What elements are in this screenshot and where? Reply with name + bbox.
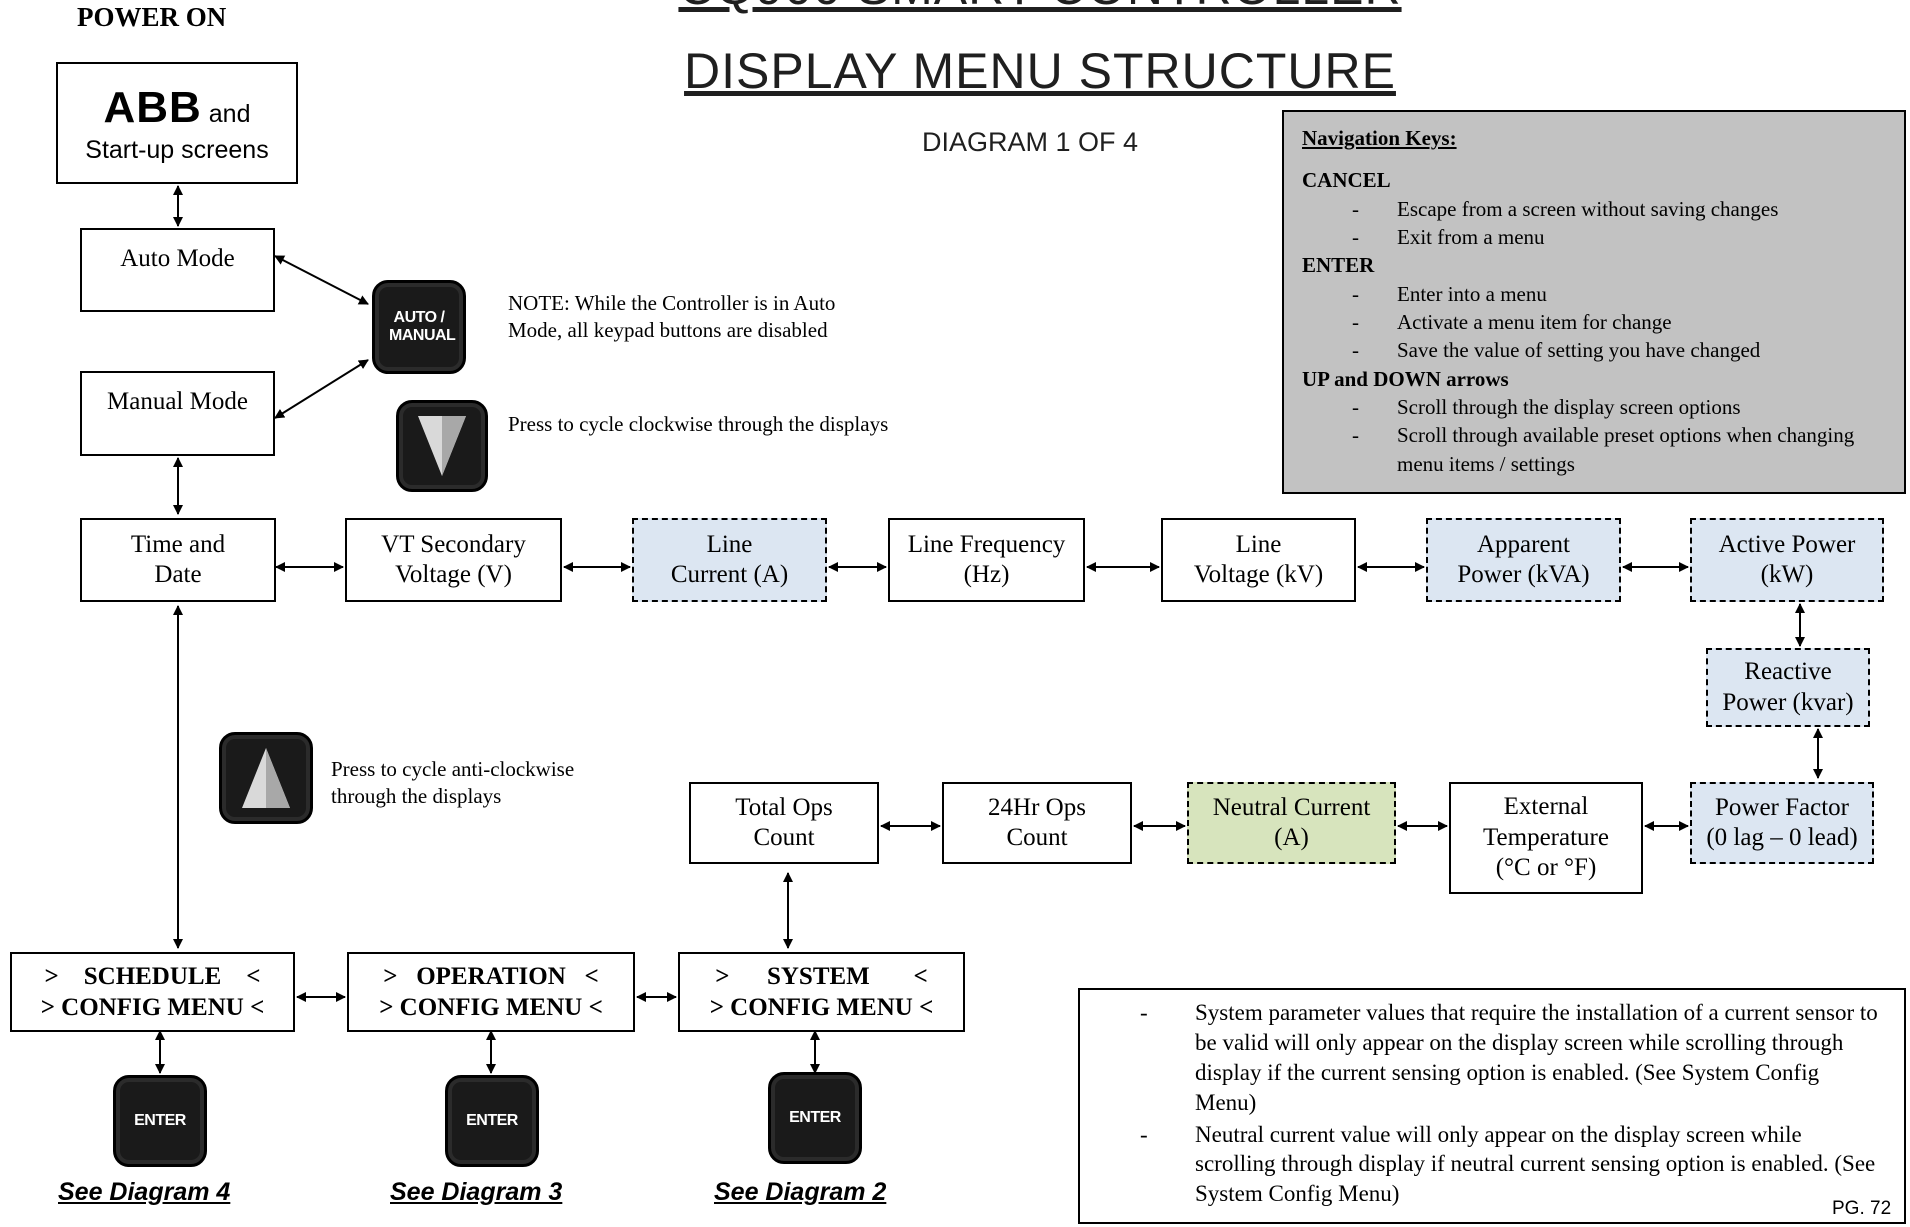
info-item: System parameter values that require the… [1140,998,1884,1118]
reactive-power-box: Reactive Power (kvar) [1706,648,1870,727]
auto-manual-label: AUTO / MANUAL [389,309,456,344]
nav-updown-item: Scroll through the display screen option… [1302,393,1886,422]
power-factor-box: Power Factor (0 lag – 0 lead) [1690,782,1874,864]
up-note-line-2: through the displays [331,784,502,809]
auto-mode-box: Auto Mode [80,228,275,312]
reactive-power-line-1: Reactive [1744,658,1832,685]
line-voltage-line-1: Line [1235,530,1282,558]
power-factor-line-1: Power Factor [1715,793,1849,821]
time-date-line-1: Time and [130,530,226,558]
down-arrow-button[interactable] [396,400,488,492]
ops-24hr-line-1: 24Hr Ops [988,793,1086,821]
apparent-power-line-2: Power (kVA) [1457,561,1590,588]
up-arrow-icon [242,748,290,808]
diagram-number: DIAGRAM 1 OF 4 [921,127,1139,157]
page-number: PG. 72 [1826,1198,1898,1220]
active-power-line-1: Active Power [1718,530,1856,558]
auto-manual-button[interactable]: AUTO / MANUAL [372,280,466,374]
line-frequency-line-2: (Hz) [963,561,1010,588]
ext-temp-line-3: (°C or °F) [1495,854,1597,882]
up-note-line-1: Press to cycle anti-clockwise [331,757,575,781]
vt-line-1: VT Secondary [381,530,526,558]
enter-button-schedule[interactable]: ENTER [113,1075,207,1167]
navigation-keys-panel: Navigation Keys: CANCEL Escape from a sc… [1282,110,1906,494]
current-sensing-info-box: System parameter values that require the… [1078,988,1906,1224]
power-factor-line-2: (0 lag – 0 lead) [1706,824,1858,851]
line-current-box: Line Current (A) [632,518,827,602]
nav-keys-heading: Navigation Keys: [1302,126,1457,150]
ext-temp-line-1: External [1503,793,1589,821]
schedule-menu-line-1: > SCHEDULE < [44,962,261,990]
abb-and-label: and [208,99,251,128]
line-current-line-1: Line [706,530,753,558]
info-item: Neutral current value will only appear o… [1140,1120,1884,1210]
line-frequency-line-1: Line Frequency [907,530,1066,558]
total-ops-line-2: Count [753,824,815,851]
vt-line-2: Voltage (V) [395,561,512,588]
schedule-menu-line-2: > CONFIG MENU < [40,994,265,1021]
apparent-power-line-1: Apparent [1476,530,1571,558]
total-ops-line-1: Total Ops [735,793,833,821]
nav-cancel-item: Exit from a menu [1302,223,1886,252]
vt-secondary-voltage-box: VT Secondary Voltage (V) [345,518,562,602]
active-power-box: Active Power (kW) [1690,518,1884,602]
nav-updown-item: Scroll through available preset options … [1302,421,1886,478]
auto-mode-note: NOTE: While the Controller is in Auto Mo… [508,290,835,345]
ops-24hr-count-box: 24Hr Ops Count [942,782,1132,864]
neutral-current-box: Neutral Current (A) [1187,782,1396,864]
neutral-current-line-2: (A) [1274,824,1309,851]
abb-logo: ABB [103,82,202,132]
system-menu-line-1: > SYSTEM < [715,962,928,990]
nav-cancel-heading: CANCEL [1302,168,1391,193]
enter-label: ENTER [134,1112,186,1130]
line-frequency-box: Line Frequency (Hz) [888,518,1085,602]
manual-mode-box: Manual Mode [80,371,275,456]
operation-menu-line-1: > OPERATION < [383,962,599,990]
up-button-note: Press to cycle anti-clockwise through th… [331,756,574,811]
nav-enter-heading: ENTER [1302,253,1375,278]
see-diagram-3-link[interactable]: See Diagram 3 [390,1178,563,1206]
operation-menu-line-2: > CONFIG MENU < [379,994,603,1021]
enter-label: ENTER [466,1112,518,1130]
see-diagram-2-link[interactable]: See Diagram 2 [714,1178,887,1206]
external-temperature-box: External Temperature (°C or °F) [1449,782,1643,894]
operation-config-menu[interactable]: > OPERATION < > CONFIG MENU < [347,952,635,1032]
ext-temp-line-2: Temperature [1483,823,1609,851]
system-menu-line-2: > CONFIG MENU < [709,994,934,1021]
time-date-line-2: Date [154,561,202,588]
system-config-menu[interactable]: > SYSTEM < > CONFIG MENU < [678,952,965,1032]
enter-label: ENTER [789,1109,841,1127]
neutral-current-line-1: Neutral Current [1212,793,1371,821]
down-button-note: Press to cycle clockwise through the dis… [508,412,889,436]
active-power-line-2: (kW) [1760,561,1814,588]
reactive-power-line-2: Power (kvar) [1722,688,1854,716]
nav-updown-heading: UP and DOWN arrows [1302,366,1509,391]
auto-note-line-1: NOTE: While the Controller is in Auto [508,291,836,315]
see-diagram-4-link[interactable]: See Diagram 4 [58,1178,231,1206]
nav-enter-item: Save the value of setting you have chang… [1302,336,1886,365]
page-title: CQ900 SMART CONTROLLER [640,0,1440,16]
line-voltage-line-2: Voltage (kV) [1193,561,1324,588]
page-subtitle-structure: DISPLAY MENU STRUCTURE [684,43,1396,99]
total-ops-count-box: Total Ops Count [689,782,879,864]
up-arrow-button[interactable] [219,732,313,824]
ops-24hr-line-2: Count [1006,824,1068,851]
enter-button-system[interactable]: ENTER [768,1072,862,1164]
auto-note-line-2: Mode, all keypad buttons are disabled [508,318,828,343]
apparent-power-box: Apparent Power (kVA) [1426,518,1621,602]
line-voltage-box: Line Voltage (kV) [1161,518,1356,602]
nav-cancel-item: Escape from a screen without saving chan… [1302,195,1886,224]
nav-enter-item: Enter into a menu [1302,280,1886,309]
power-on-label: POWER ON [77,2,227,32]
abb-startup-box: ABB and Start-up screens [56,62,298,184]
nav-enter-item: Activate a menu item for change [1302,308,1886,337]
line-current-line-2: Current (A) [670,561,789,588]
enter-button-operation[interactable]: ENTER [445,1075,539,1167]
abb-startup-label: Start-up screens [85,135,269,164]
schedule-config-menu[interactable]: > SCHEDULE < > CONFIG MENU < [10,952,295,1032]
time-date-box: Time and Date [80,518,276,602]
down-arrow-icon [418,416,466,476]
